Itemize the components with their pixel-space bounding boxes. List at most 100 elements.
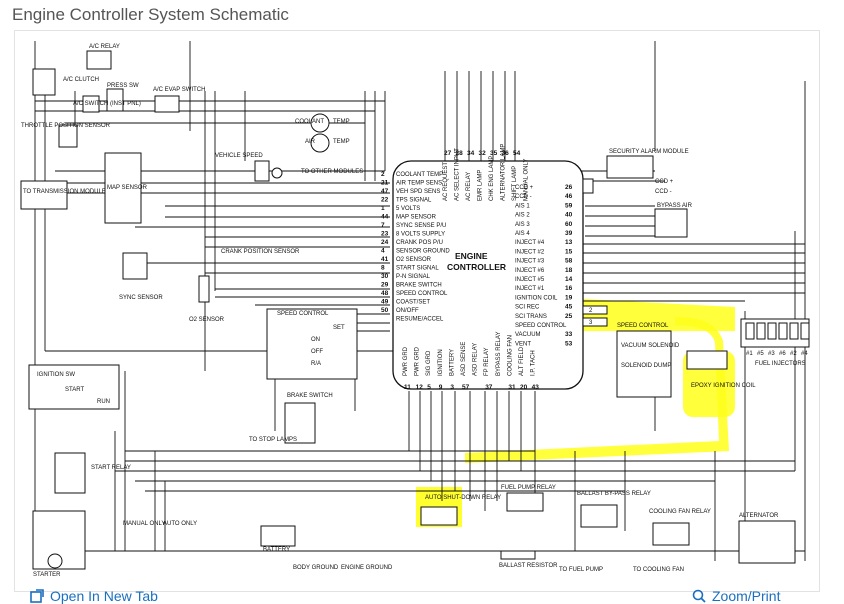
- right-pin-label: AIS 2: [515, 213, 530, 219]
- label-start-relay: START RELAY: [91, 465, 131, 471]
- left-pin-label: BRAKE SWITCH: [396, 283, 442, 289]
- right-pin-label: SCI REC: [515, 305, 540, 311]
- label-fuel-pump-relay: FUEL PUMP RELAY: [501, 485, 556, 491]
- top-pin-number: 34: [467, 150, 475, 157]
- right-pin-number: 60: [565, 221, 573, 228]
- injector-label: #3: [768, 351, 775, 357]
- bottom-pin-label: BATTERY: [449, 349, 455, 376]
- label-epoxy-coil: EPOXY IGNITION COIL: [691, 383, 756, 389]
- right-pin-number: 26: [565, 184, 573, 191]
- page-title: Engine Controller System Schematic: [12, 5, 289, 24]
- right-pin-label: SPEED CONTROL: [515, 323, 567, 329]
- right-pin-number: 15: [565, 248, 573, 255]
- bottom-pin-number: 9: [439, 384, 443, 391]
- component-labels: A/C RELAY A/C CLUTCH A/C SWITCH (INST PN…: [21, 44, 806, 578]
- left-pin-label: O2 SENSOR: [396, 257, 432, 263]
- label-speed-control-servo: SPEED CONTROL: [617, 323, 669, 329]
- left-pin-number: 1: [381, 205, 385, 212]
- label-fuel-injectors: FUEL INJECTORS: [755, 361, 806, 367]
- label-o2-sensor: O2 SENSOR: [189, 317, 225, 323]
- left-pin-number: 44: [381, 214, 389, 221]
- label-vacuum-solenoid: VACUUM SOLENOID: [621, 343, 680, 349]
- top-pin-number: 54: [513, 150, 521, 157]
- right-pin-number: 19: [565, 294, 573, 301]
- left-pin-number: 50: [381, 307, 389, 314]
- left-pin-number: 7: [381, 222, 385, 229]
- injector-label: #6: [779, 351, 786, 357]
- label-starter: STARTER: [33, 572, 61, 578]
- left-pin-number: 41: [381, 256, 389, 263]
- left-pin-label: RESUME/ACCEL: [396, 317, 444, 323]
- right-pin-number: 16: [565, 285, 573, 292]
- right-pin-label: INJECT #2: [515, 249, 545, 255]
- bottom-pin-label: ALT FIELD: [519, 346, 525, 376]
- label-stop-lamps: TO STOP LAMPS: [249, 437, 297, 443]
- left-pin-label: START SIGNAL: [396, 266, 439, 272]
- bottom-pin-number: 37: [485, 384, 493, 391]
- open-new-tab-icon: [30, 589, 44, 603]
- bottom-pin-label: BYPASS RELAY: [496, 332, 502, 376]
- bottom-pin-label: ASD SENSE: [461, 342, 467, 376]
- label-bypass-air: BYPASS AIR: [657, 203, 693, 209]
- zoom-print-link[interactable]: Zoom/Print: [692, 588, 780, 604]
- sensor-circles: [47, 113, 330, 569]
- right-pin-label: INJECT #3: [515, 259, 545, 265]
- label-ac-clutch: A/C CLUTCH: [63, 77, 99, 83]
- left-pin-label: VEH SPD SENS: [396, 189, 440, 195]
- label-asd-relay: AUTO SHUT-DOWN RELAY: [425, 495, 501, 501]
- bottom-pin-label: SIG GRD: [426, 350, 432, 376]
- right-pin-label: AIS 4: [515, 231, 530, 237]
- right-pin-label: CCD +: [515, 185, 534, 191]
- label-alternator: ALTERNATOR: [739, 513, 779, 519]
- label-temp-1: TEMP: [333, 119, 350, 125]
- label-start: START: [65, 387, 84, 393]
- label-set: SET: [333, 325, 345, 331]
- left-pin-number: 4: [381, 248, 385, 255]
- bottom-pin-number: 5: [427, 384, 431, 391]
- top-pin-number: 35: [490, 150, 498, 157]
- top-pin-label: EMR LAMP: [478, 170, 484, 201]
- open-new-tab-link[interactable]: Open In New Tab: [30, 588, 158, 604]
- zoom-icon: [692, 589, 706, 603]
- controller-title-2: CONTROLLER: [447, 262, 506, 272]
- left-pin-number: 29: [381, 282, 389, 289]
- label-run: RUN: [97, 399, 110, 405]
- label-vehicle-speed: VEHICLE SPEED: [215, 153, 263, 159]
- label-press-sw: PRESS SW: [107, 83, 139, 89]
- open-new-tab-label: Open In New Tab: [50, 588, 158, 604]
- injector-label: #4: [801, 351, 808, 357]
- label-tps: THROTTLE POSITION SENSOR: [21, 123, 111, 129]
- bottom-pin-number: 20: [520, 384, 528, 391]
- right-pin-label: AIS 1: [515, 203, 530, 209]
- label-speed-control-switch: SPEED CONTROL: [277, 311, 329, 317]
- left-pin-label: SENSOR GROUND: [396, 249, 450, 255]
- right-pin-number: 58: [565, 258, 573, 265]
- right-pin-number: 39: [565, 230, 573, 237]
- left-pin-label: 8 VOLTS SUPPLY: [396, 232, 445, 238]
- left-pin-number: 24: [381, 239, 389, 246]
- label-manual-only: MANUAL ONLY: [123, 521, 165, 527]
- label-cooling-fan-relay: COOLING FAN RELAY: [649, 509, 711, 515]
- right-pin-label: SCI TRANS: [515, 314, 547, 320]
- top-pin-number: 32: [479, 150, 487, 157]
- bottom-pin-number: 57: [462, 384, 470, 391]
- label-to-fuel-pump: TO FUEL PUMP: [559, 567, 603, 573]
- left-pin-label: TPS SIGNAL: [396, 198, 432, 204]
- injector-glyphs: [745, 322, 810, 340]
- right-pin-number: 14: [565, 276, 573, 283]
- label-ballast-resistor: BALLAST RESISTOR: [499, 563, 558, 569]
- right-pin-label: INJECT #5: [515, 277, 545, 283]
- left-pin-number: 23: [381, 231, 389, 238]
- injector-labels: #1#5#3#6#2#4: [746, 351, 808, 357]
- bottom-pin-number: 31: [508, 384, 516, 391]
- label-engine-ground: ENGINE GROUND: [341, 565, 393, 571]
- right-pin-label: CCD -: [515, 194, 532, 200]
- left-pin-label: 5 VOLTS: [396, 206, 420, 212]
- right-pin-label: INJECT #4: [515, 240, 545, 246]
- bottom-pin-number: 3: [450, 384, 454, 391]
- bottom-pin-label: PWR GRD: [415, 346, 421, 376]
- label-ccd-plus: CCD +: [655, 179, 674, 185]
- label-trans-module: TO TRANSMISSION MODULE: [23, 189, 106, 195]
